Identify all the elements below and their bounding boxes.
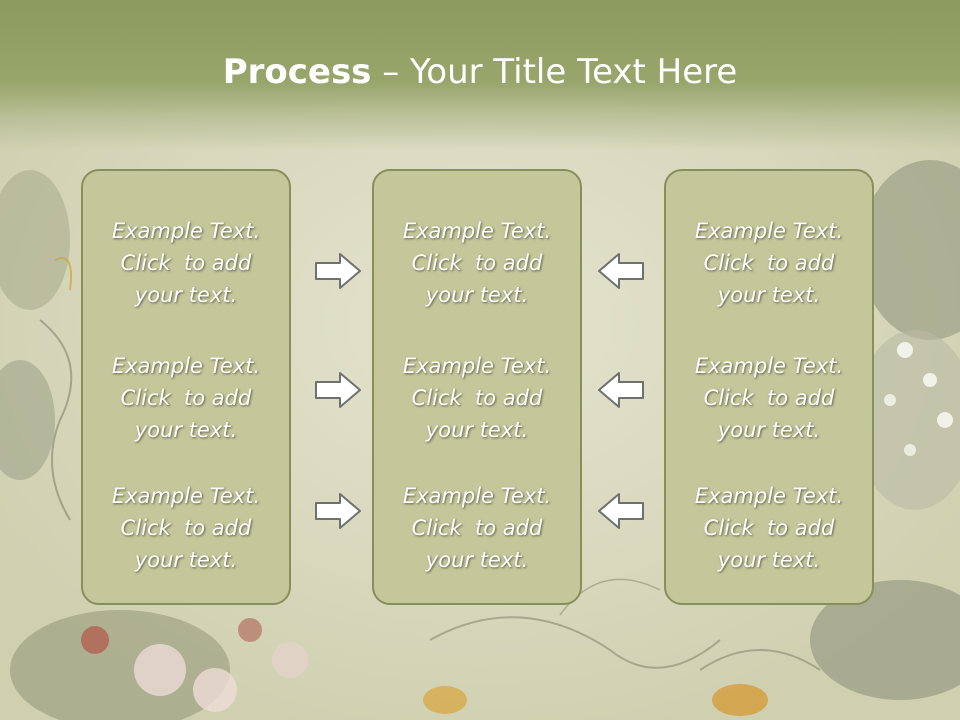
right-text-1[interactable]: Example Text. Click to add your text. — [666, 215, 872, 311]
text-line: Example Text. — [402, 484, 552, 508]
left-arrow-icon — [598, 493, 644, 529]
left-text-1[interactable]: Example Text. Click to add your text. — [83, 215, 289, 311]
text-line: Click to add — [411, 251, 543, 275]
left-process-box[interactable]: Example Text. Click to add your text. Ex… — [81, 169, 291, 605]
text-line: Example Text. — [694, 484, 844, 508]
text-line: your text. — [134, 283, 238, 307]
text-line: Example Text. — [111, 354, 261, 378]
text-line: Example Text. — [402, 219, 552, 243]
right-text-3[interactable]: Example Text. Click to add your text. — [666, 480, 872, 576]
text-line: your text. — [717, 283, 821, 307]
title-bold: Process — [222, 52, 372, 92]
text-line: Example Text. — [402, 354, 552, 378]
title-band — [0, 0, 960, 150]
slide-title[interactable]: Process – Your Title Text Here — [0, 52, 960, 92]
center-text-2[interactable]: Example Text. Click to add your text. — [374, 350, 580, 446]
center-text-3[interactable]: Example Text. Click to add your text. — [374, 480, 580, 576]
left-arrow-icon — [598, 372, 644, 408]
text-line: Click to add — [120, 386, 252, 410]
text-line: your text. — [425, 283, 529, 307]
right-text-2[interactable]: Example Text. Click to add your text. — [666, 350, 872, 446]
text-line: Click to add — [120, 251, 252, 275]
right-process-box[interactable]: Example Text. Click to add your text. Ex… — [664, 169, 874, 605]
text-line: Click to add — [703, 386, 835, 410]
left-text-3[interactable]: Example Text. Click to add your text. — [83, 480, 289, 576]
text-line: your text. — [717, 548, 821, 572]
text-line: your text. — [134, 418, 238, 442]
left-arrow-icon — [598, 253, 644, 289]
center-process-box[interactable]: Example Text. Click to add your text. Ex… — [372, 169, 582, 605]
text-line: your text. — [134, 548, 238, 572]
right-arrow-icon — [315, 372, 361, 408]
title-rest: – Your Title Text Here — [371, 52, 738, 92]
text-line: Click to add — [703, 251, 835, 275]
text-line: Example Text. — [111, 484, 261, 508]
text-line: Click to add — [703, 516, 835, 540]
text-line: Example Text. — [111, 219, 261, 243]
text-line: Click to add — [411, 516, 543, 540]
right-arrow-icon — [315, 493, 361, 529]
text-line: Click to add — [411, 386, 543, 410]
text-line: Click to add — [120, 516, 252, 540]
text-line: Example Text. — [694, 219, 844, 243]
text-line: your text. — [425, 418, 529, 442]
text-line: your text. — [425, 548, 529, 572]
left-text-2[interactable]: Example Text. Click to add your text. — [83, 350, 289, 446]
text-line: your text. — [717, 418, 821, 442]
right-arrow-icon — [315, 253, 361, 289]
text-line: Example Text. — [694, 354, 844, 378]
center-text-1[interactable]: Example Text. Click to add your text. — [374, 215, 580, 311]
